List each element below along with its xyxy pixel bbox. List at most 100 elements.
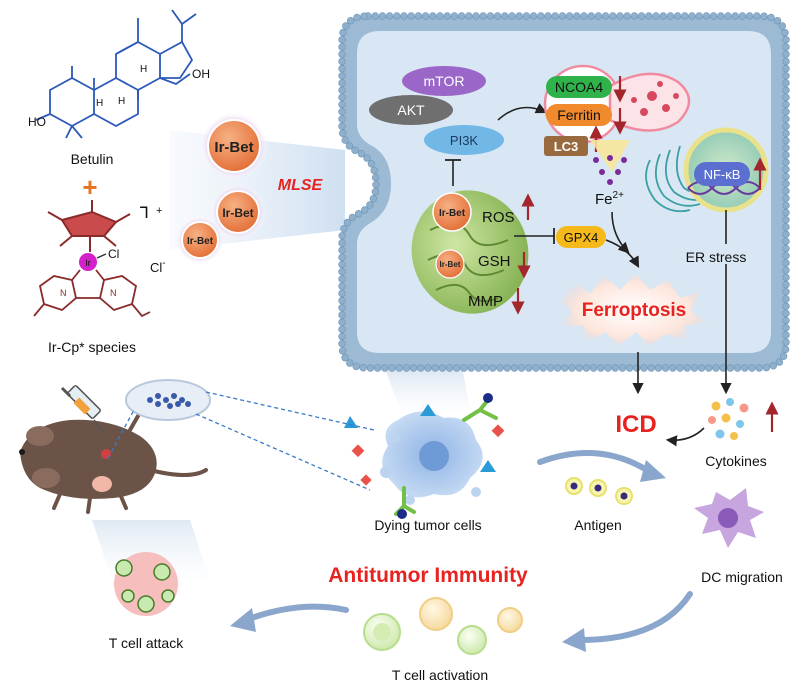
membrane-bead [546,364,555,372]
membrane-bead [640,364,648,372]
akt-shape [369,95,453,125]
membrane-bead [338,57,346,66]
membrane-bead [705,364,713,372]
membrane-bead [782,331,790,339]
n-label-1: N [60,288,67,298]
ho-label: HO [28,115,46,129]
membrane-bead [604,364,612,372]
membrane-bead [338,50,346,58]
membrane-bead [712,364,720,372]
membrane-bead [633,364,641,372]
ncoa4-shape [546,76,612,98]
membrane-bead [782,43,790,51]
membrane-bead [731,12,739,20]
membrane-bead [782,122,790,130]
membrane-bead [762,363,771,372]
membrane-bead [782,302,790,310]
membrane-bead [407,12,415,20]
betulin-structure [35,9,197,139]
membrane-bead [611,364,619,372]
tcell-activation-label: T cell activation [392,667,488,683]
mito-irbet-large [432,192,472,232]
np-1-label: Ir-Bet [214,139,253,156]
np-1 [207,119,261,173]
membrane-bead [659,12,667,20]
membrane-bead [782,108,790,116]
membrane-bead [769,362,777,370]
membrane-bead [338,79,346,87]
membrane-bead [745,12,754,20]
mmp-label: MMP [468,293,503,310]
membrane-bead [338,36,346,44]
membrane-bead [370,166,378,175]
membrane-bead [589,364,598,372]
lc3-shape [544,136,588,156]
membrane-bead [443,12,451,20]
er-stress-label: ER stress [686,249,747,265]
membrane-bead [338,115,346,123]
gpx4-shape [556,226,606,248]
membrane-bead [561,364,569,372]
tumor-nucleus [419,441,449,471]
antitumor-title: Antitumor Immunity [328,564,528,587]
membrane-bead [388,364,396,372]
damp-diamond-1 [351,444,365,458]
membrane-bead [683,364,691,372]
gsh-label: GSH [478,253,511,270]
membrane-bead [338,239,346,247]
cytokines-label: Cytokines [705,453,766,469]
receptor-2-ligand [397,509,407,519]
mito-irbet-small [435,249,465,279]
membrane-bead [381,364,389,372]
membrane-bead [782,172,790,181]
np-2-label: Ir-Bet [222,206,253,220]
membrane-bead [465,12,473,20]
receptor-1 [462,398,498,422]
membrane-bead [741,364,749,372]
membrane-bead [782,158,790,166]
membrane-bead [782,93,790,102]
membrane-bead [755,364,763,372]
petri-cells [147,393,191,409]
membrane-bead [654,364,663,372]
damp-diamond-3 [360,474,372,486]
membrane-bead [702,12,711,20]
membrane-bead [385,12,394,20]
membrane-bead [450,12,459,20]
membrane-bead [782,144,790,152]
membrane-bead [669,364,677,372]
bipyridine [33,269,151,318]
membrane-bead [338,108,346,116]
membrane-bead [338,100,346,109]
membrane-bead [522,12,531,20]
membrane-bead [338,304,346,312]
membrane-bead [782,259,790,267]
membrane-bead [695,12,703,20]
membrane-bead [338,296,346,305]
membrane-bead [360,12,368,20]
receptor-1-ligand [483,393,493,403]
membrane-bead [479,12,487,20]
membrane-bead [573,12,581,20]
cytokine-dots [708,398,749,440]
mlse-label: MLSE [278,177,324,194]
membrane-bead [558,12,567,20]
membrane-bead [393,12,401,20]
membrane-bead [395,364,403,372]
membrane-bead [647,364,655,372]
betulin-label: Betulin [71,151,114,167]
lc3-label: LC3 [554,139,579,154]
membrane-bead [357,150,366,158]
membrane-bead [338,260,346,269]
membrane-bead [338,289,346,298]
membrane-bead [414,12,423,20]
membrane-bead [508,12,516,20]
membrane-bead [565,12,574,20]
ferroptosis-label: Ferroptosis [582,300,687,321]
membrane-bead [338,325,346,334]
membrane-bead [775,358,784,366]
flow-arrow-activation-head [562,628,586,652]
dc-label: DC migration [701,569,783,585]
